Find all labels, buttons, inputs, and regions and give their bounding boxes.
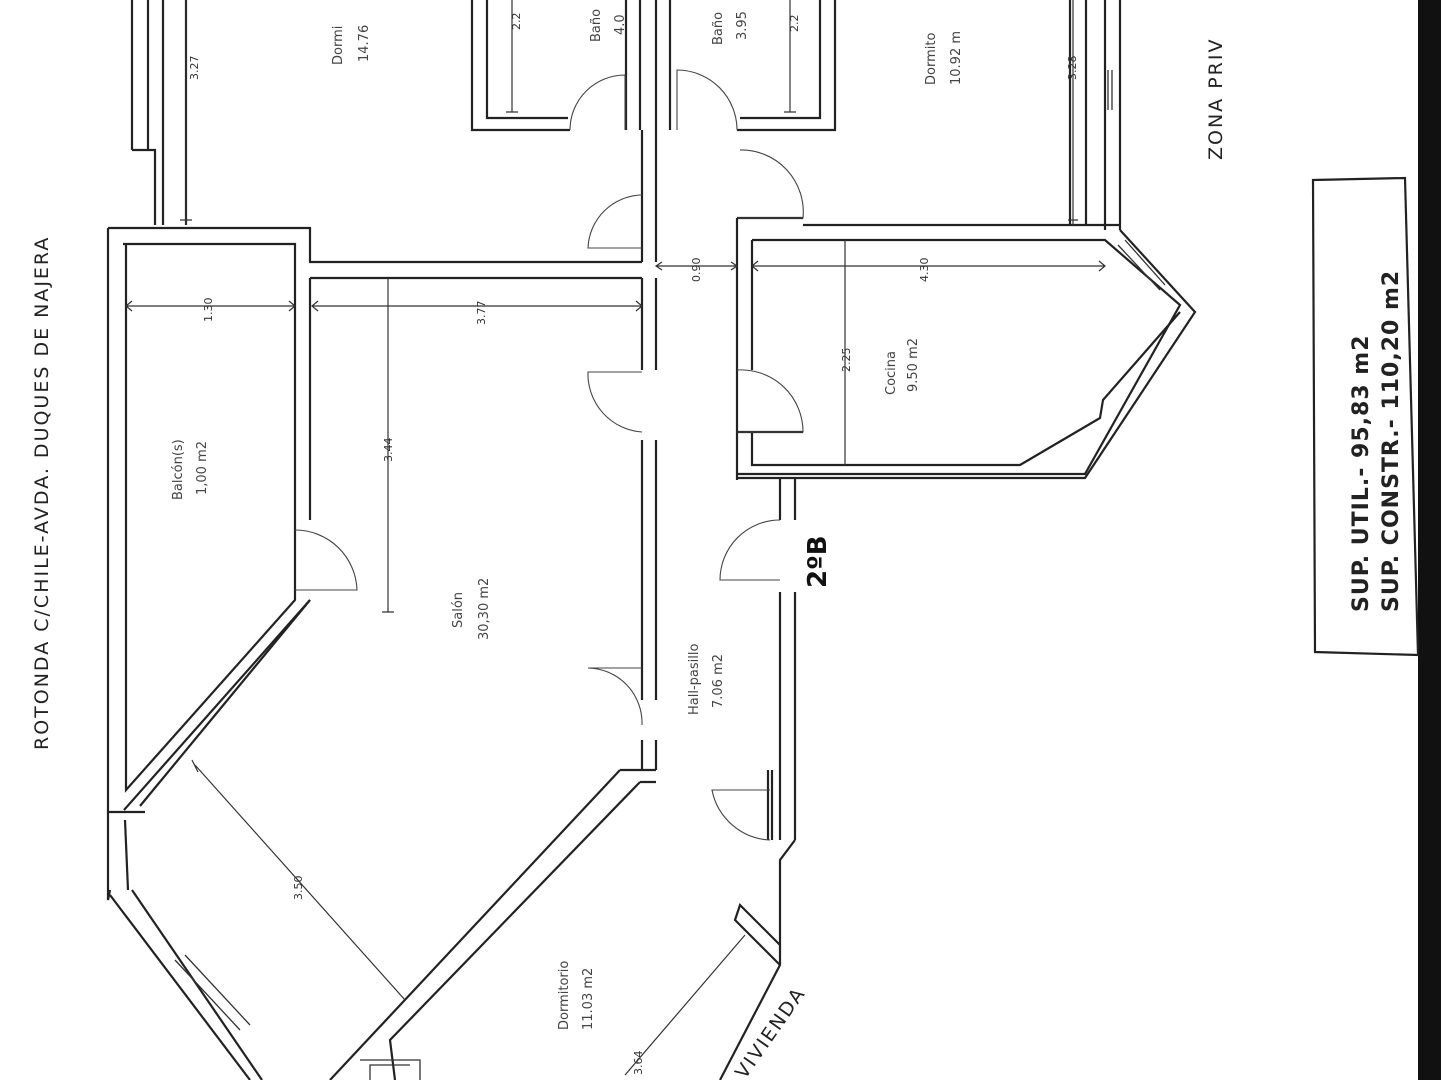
- dim-344: 3.44: [382, 438, 395, 463]
- room-hall-area: 7.06 m2: [711, 654, 726, 708]
- room-dormitorio-right-area: 10.92 m: [949, 31, 964, 85]
- room-cocina-name: Cocina: [884, 351, 899, 395]
- dim-328: 3.28: [1066, 56, 1079, 81]
- walls: [106, 0, 1197, 1080]
- room-balcon-name: Balcón(s): [171, 439, 186, 500]
- room-bano-2-name: Baño: [711, 12, 726, 45]
- surface-constr: SUP. CONSTR.- 110,20 m2: [1379, 270, 1404, 612]
- dim-090: 0.90: [690, 258, 703, 283]
- surface-box: SUP. UTIL.- 95,83 m2 SUP. CONSTR.- 110,2…: [1311, 176, 1420, 657]
- doors: [294, 69, 804, 841]
- room-salon-name: Salón: [451, 592, 466, 628]
- zone-label: ZONA PRIV: [1205, 38, 1227, 160]
- dim-350: 3.50: [292, 876, 305, 901]
- room-dormitorio-top-area: 14.76: [357, 25, 372, 62]
- room-bano-1-area: 4.0: [613, 14, 628, 35]
- street-label: ROTONDA C/CHILE-AVDA. DUQUES DE NAJERA: [31, 236, 53, 750]
- room-dormitorio-top-name: Dormi: [331, 26, 346, 65]
- dim-327: 3.27: [188, 56, 201, 81]
- room-dormitorio-bottom-area: 11.03 m2: [581, 968, 596, 1030]
- scan-border: [1418, 0, 1441, 1080]
- room-bano-1-name: Baño: [589, 9, 604, 42]
- dim-430: 4.30: [918, 258, 931, 283]
- dim-377: 3.77: [475, 301, 488, 326]
- room-bano-2-area: 3.95: [735, 11, 750, 40]
- surface-util: SUP. UTIL.- 95,83 m2: [1349, 334, 1374, 612]
- vivienda-label: VIVIENDA: [731, 983, 810, 1080]
- dim-130: 1.30: [202, 298, 215, 323]
- dim-22b: 2.2: [788, 15, 801, 33]
- room-dormitorio-right-name: Dormito: [924, 33, 939, 85]
- room-hall-name: Hall-pasillo: [687, 644, 702, 715]
- room-dormitorio-bottom-name: Dormitorio: [557, 961, 572, 1030]
- room-cocina-area: 9.50 m2: [906, 338, 921, 392]
- dim-364: 3.64: [632, 1051, 645, 1076]
- unit-code: 2ºB: [803, 535, 833, 588]
- dimension-lines: [125, 0, 1106, 1076]
- dim-22a: 2.2: [510, 13, 523, 31]
- dim-225: 2.25: [840, 348, 853, 373]
- room-salon-area: 30,30 m2: [477, 578, 492, 640]
- room-balcon-area: 1,00 m2: [195, 441, 210, 495]
